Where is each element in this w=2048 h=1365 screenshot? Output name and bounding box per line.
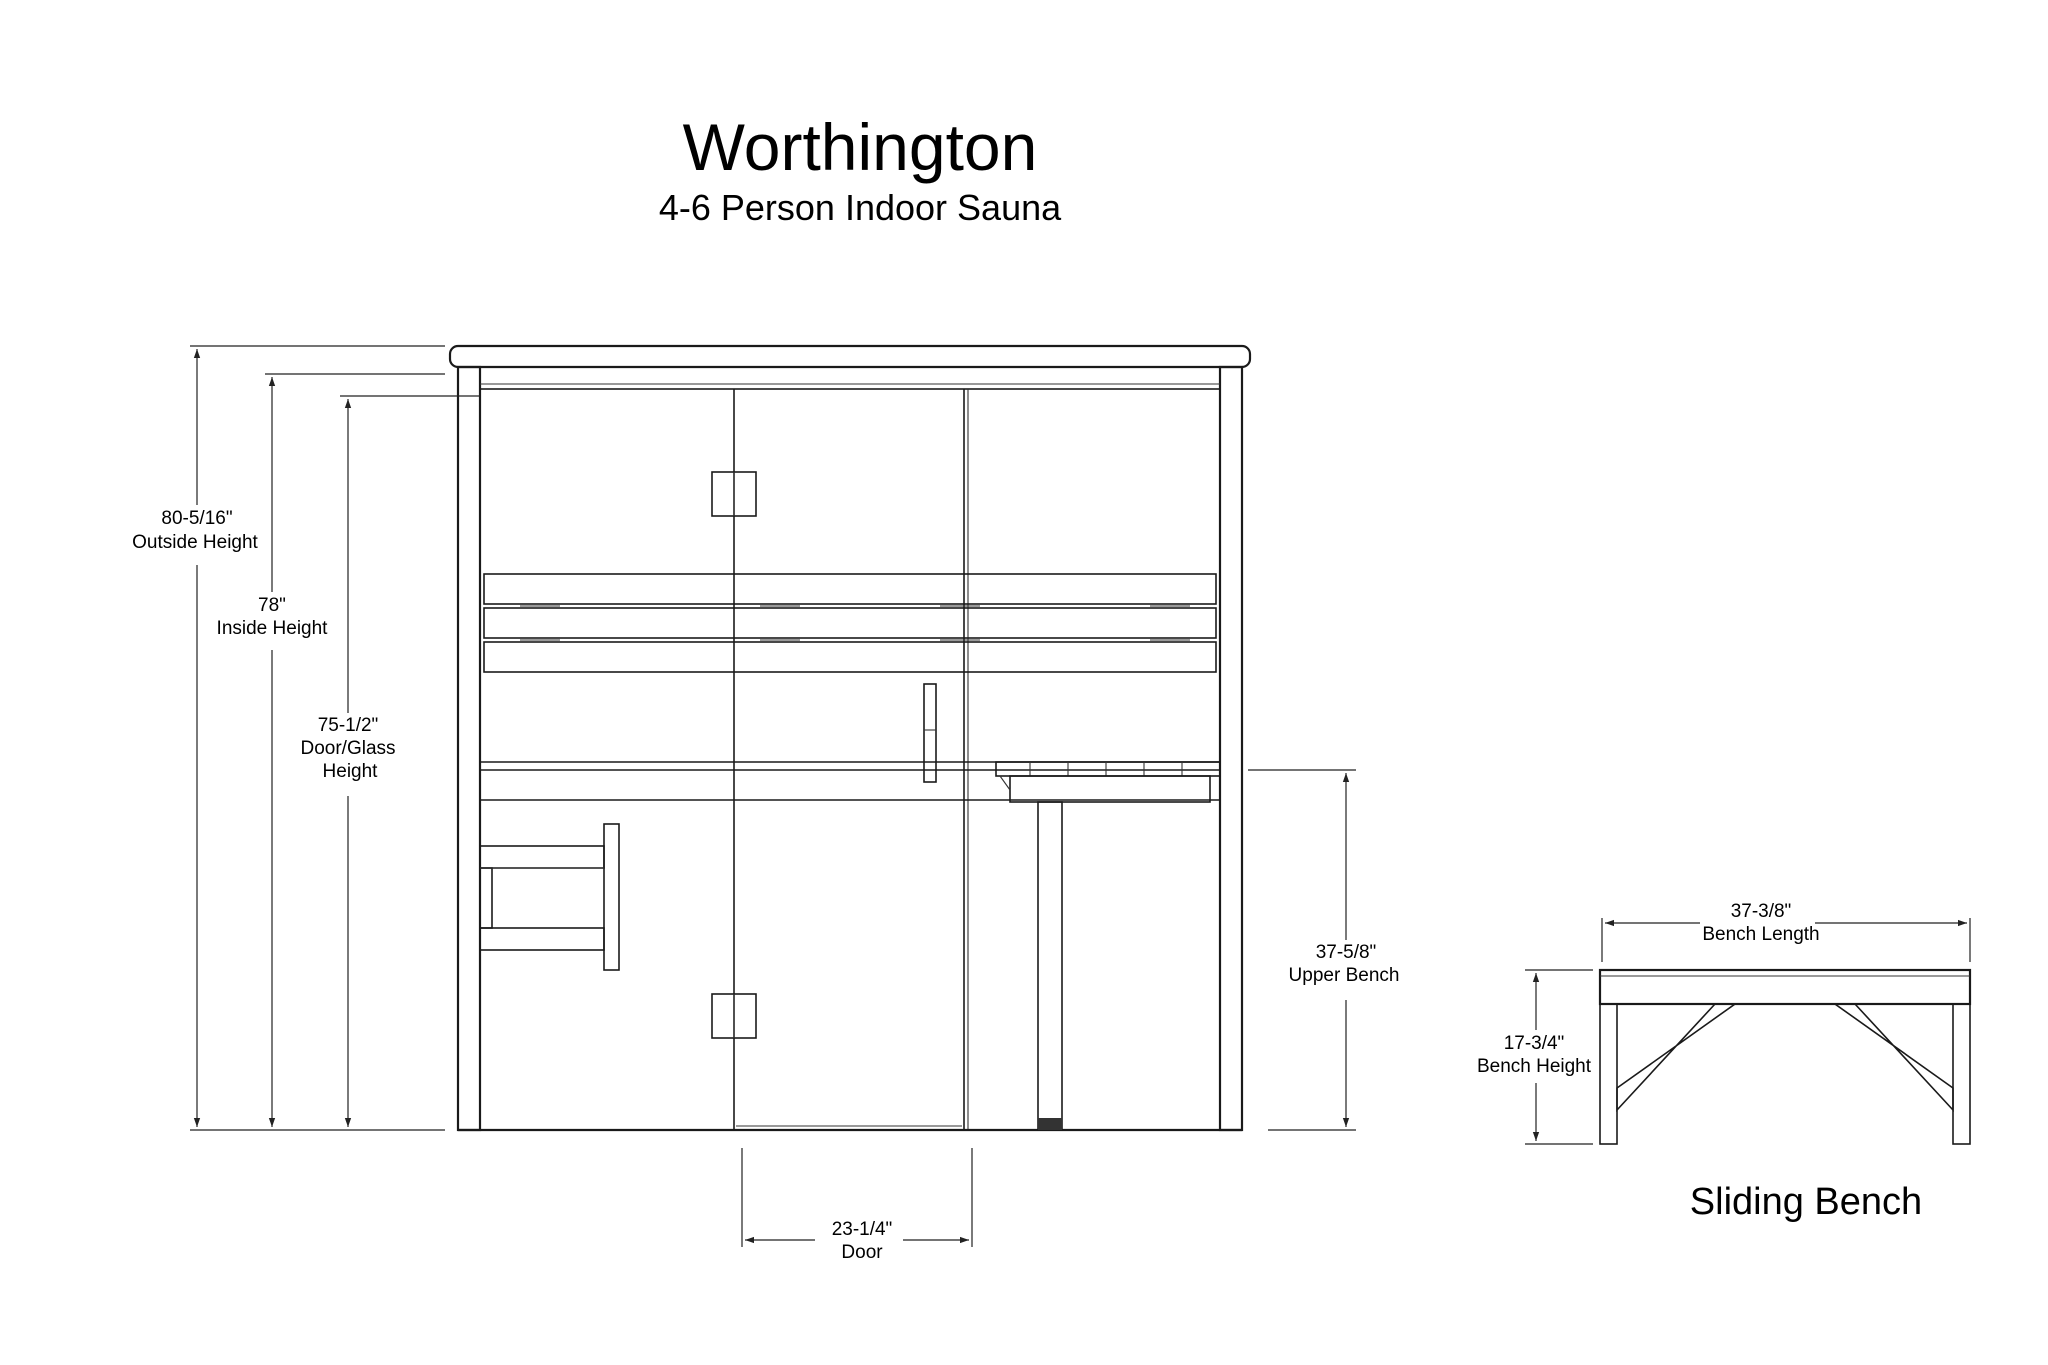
bench-height-label: Bench Height (1477, 1056, 1592, 1077)
roof-cap (448, 344, 1252, 369)
inside-height-dimension: 78" Inside Height (217, 373, 445, 1127)
door-width-value: 23-1/4" (832, 1219, 893, 1240)
door-glass-height-value: 75-1/2" (318, 715, 379, 736)
door-glass-height-label1: Door/Glass (300, 738, 395, 759)
left-post (456, 365, 482, 1132)
sliding-bench-left-leg (1599, 1003, 1618, 1145)
sliding-bench-seat (1598, 968, 1972, 1006)
heater (479, 823, 620, 971)
upper-bench (480, 761, 1221, 1131)
door-handle (923, 683, 937, 783)
door-width-dimension: 23-1/4" Door (741, 1148, 973, 1263)
sliding-bench-title: Sliding Bench (1690, 1181, 1922, 1223)
door-width-label: Door (841, 1242, 883, 1263)
outside-height-value: 80-5/16" (161, 508, 232, 529)
inside-height-value: 78" (258, 595, 286, 616)
bench-length-dimension: 37-3/8" Bench Length (1601, 901, 1971, 962)
outside-height-dimension: 80-5/16" Outside Height (132, 345, 445, 1131)
page-subtitle: 4-6 Person Indoor Sauna (659, 187, 1062, 228)
bench-length-value: 37-3/8" (1731, 901, 1792, 922)
bench-length-label: Bench Length (1702, 924, 1819, 945)
sliding-bench-right-leg (1952, 1003, 1971, 1145)
inside-height-label: Inside Height (217, 618, 329, 639)
outside-height-label: Outside Height (132, 532, 258, 553)
page-title: Worthington (683, 110, 1038, 184)
right-post (1218, 365, 1244, 1132)
header-beam (479, 366, 1221, 390)
door-glass-height-dimension: 75-1/2" Door/Glass Height (300, 395, 480, 1127)
upper-bench-label: Upper Bench (1289, 965, 1400, 986)
bench-support-leg (1037, 801, 1063, 1131)
upper-bench-dimension: 37-5/8" Upper Bench (1248, 769, 1400, 1131)
door-glass-height-label2: Height (323, 761, 379, 782)
sliding-bench (1598, 968, 1972, 1145)
bench-height-value: 17-3/4" (1504, 1033, 1565, 1054)
backrest-slats (483, 573, 1217, 673)
sauna-elevation (448, 344, 1252, 1132)
upper-bench-value: 37-5/8" (1316, 942, 1377, 963)
bench-height-dimension: 17-3/4" Bench Height (1477, 969, 1593, 1145)
